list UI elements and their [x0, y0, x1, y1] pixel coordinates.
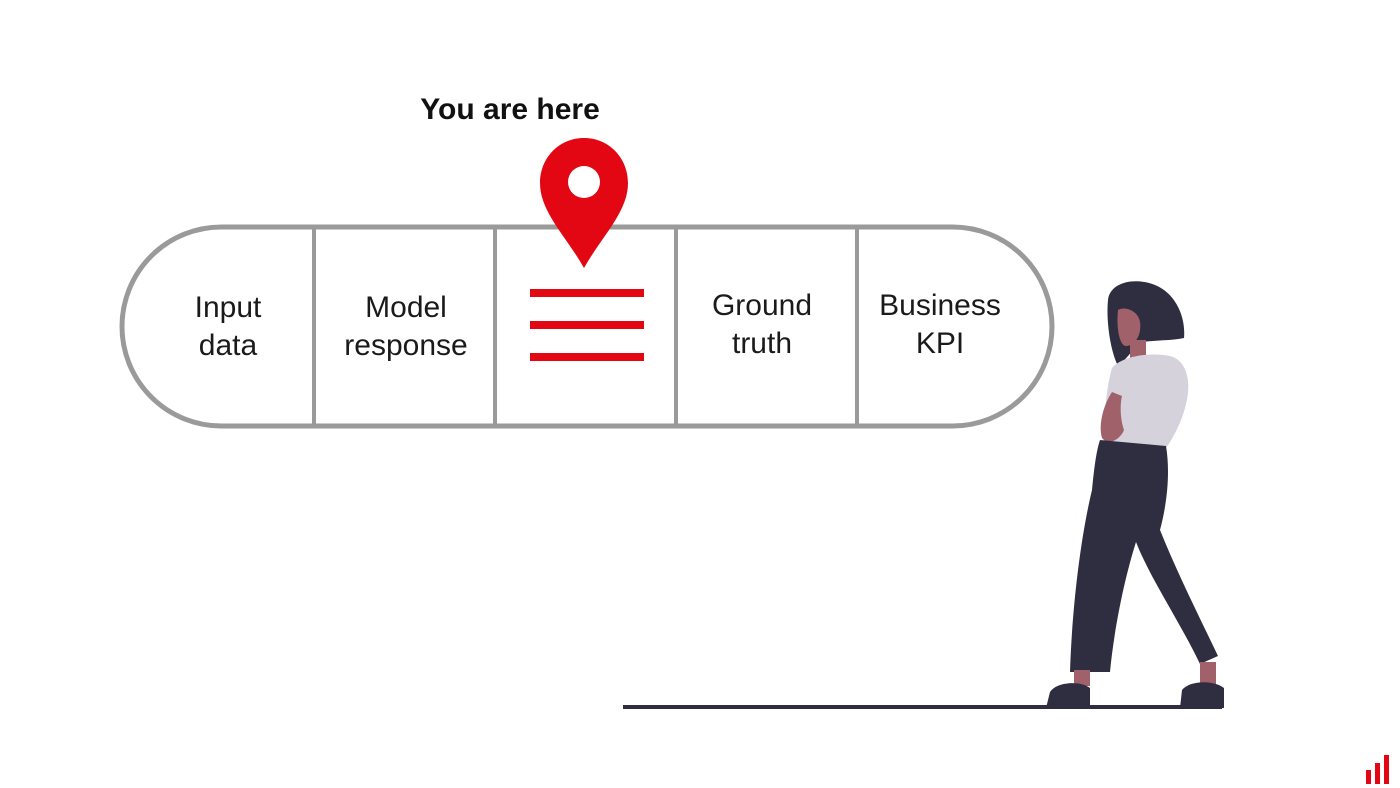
menu-lines-icon — [530, 289, 644, 361]
shoe — [1046, 683, 1090, 708]
ankle — [1074, 670, 1090, 686]
stage-input-data: Input data — [138, 289, 318, 365]
stage-label-line: response — [344, 329, 468, 362]
person-illustration — [1046, 281, 1224, 708]
stage-label-line: Input — [194, 291, 262, 324]
stage-label-line: KPI — [915, 327, 965, 360]
stage-label-line: truth — [731, 327, 793, 360]
stage-business-kpi: Business KPI — [850, 287, 1030, 363]
stage-model-response: Model response — [316, 289, 496, 365]
stage-label-line: Model — [365, 291, 447, 324]
face — [1117, 308, 1141, 346]
ankle — [1200, 662, 1216, 684]
arm — [1100, 392, 1124, 442]
you-are-here-heading: You are here — [420, 93, 600, 126]
stage-label-line: Ground — [711, 289, 813, 322]
stage-label-line: Business — [879, 289, 1001, 322]
pants — [1070, 440, 1218, 672]
shirt — [1104, 354, 1189, 448]
location-pin-icon — [540, 138, 628, 268]
shoe — [1180, 682, 1224, 708]
bar-chart-logo-icon — [1366, 755, 1389, 784]
stage-ground-truth: Ground truth — [672, 287, 852, 363]
stage-label-line: data — [198, 329, 258, 362]
